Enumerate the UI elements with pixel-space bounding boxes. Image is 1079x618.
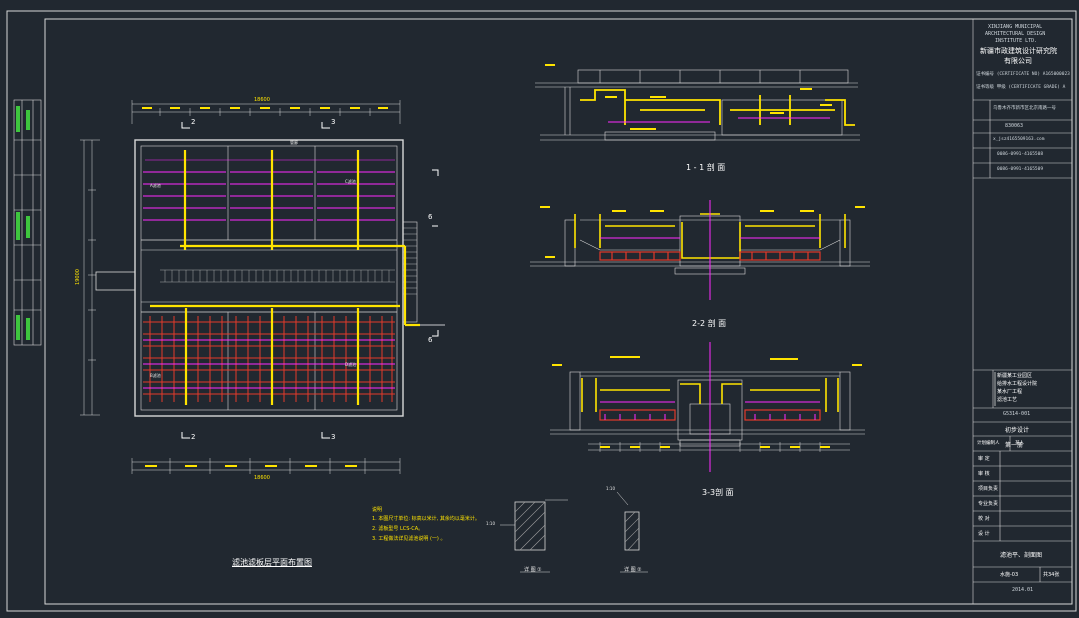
plan-bottom-dimension xyxy=(131,458,401,474)
section-2-laterals xyxy=(600,200,820,300)
plan-left-total: 19000 xyxy=(74,269,81,285)
section-3-labels xyxy=(552,356,862,448)
section-1-pipes xyxy=(580,89,855,126)
plan-view xyxy=(80,100,445,474)
issue-date: 2014.01 xyxy=(1012,587,1034,593)
email: x_jsz4165509163.com xyxy=(993,137,1045,142)
role-discipline-lead: 专业负责 xyxy=(978,501,999,507)
section-1-labels xyxy=(545,64,832,130)
plan-lower-headers xyxy=(150,304,400,405)
binding-strip xyxy=(13,99,42,346)
section-2-underdrain xyxy=(599,251,821,261)
company-en-1: XINJIANG MUNICIPAL xyxy=(988,24,1043,30)
title-block-grid xyxy=(972,18,1073,605)
certificate-grade: 证书等级 甲级 (CERTIFICATE GRADE) A xyxy=(976,85,1066,90)
section-1-1 xyxy=(535,64,860,141)
title-block-project-fill xyxy=(994,372,996,406)
sheet-number: 水施-03 xyxy=(1000,572,1019,578)
section-mark-top-2: 2 xyxy=(191,118,196,126)
section-3-dimension xyxy=(588,442,850,452)
plan-top-dimension xyxy=(131,100,401,124)
plan-walls xyxy=(95,139,418,417)
section-3-pipes xyxy=(581,378,839,412)
section-mark-bottom-3: 3 xyxy=(331,433,336,441)
section-3-3 xyxy=(550,342,865,472)
plan-bottom-total: 18600 xyxy=(254,475,270,481)
section-mark-right-top: 6 xyxy=(428,213,433,221)
sheet-total: 共34张 xyxy=(1043,572,1060,578)
project-row-3: 某水厂工程 xyxy=(997,389,1023,395)
role-check: 校 对 xyxy=(978,516,990,522)
drawing-number: G5314-001 xyxy=(1003,411,1031,417)
note-2: 2. 滤板型号 LCS-CA。 xyxy=(372,526,424,532)
project-row-4: 滤池工艺 xyxy=(997,397,1018,403)
detail-1-label: 1:10 xyxy=(486,521,495,526)
room-label-b: B滤池 xyxy=(150,373,161,378)
plan-left-dimension xyxy=(80,139,100,416)
note-3: 3. 工程做法详见滤池说明 (一) 。 xyxy=(372,536,446,542)
binding-strip-text xyxy=(16,106,30,340)
section-mark-top-3: 3 xyxy=(331,118,336,126)
role-approve: 审 定 xyxy=(978,456,990,462)
room-label-c: C滤池 xyxy=(345,179,356,184)
notes-heading: 说明 xyxy=(372,507,383,513)
company-cn-2: 有限公司 xyxy=(1004,57,1032,65)
company-cn-1: 新疆市政建筑设计研究院 xyxy=(980,47,1057,55)
plan-top-total: 18600 xyxy=(254,97,270,103)
section-3-title: 3-3剖 面 xyxy=(702,488,734,497)
postcode: 830063 xyxy=(1005,123,1024,129)
company-en-3: INSTITUTE LTD. xyxy=(995,38,1038,44)
room-label-gallery: 管廊 xyxy=(290,140,298,145)
section-2-pipes xyxy=(574,213,846,259)
sheet-name: 滤池平、剖面图 xyxy=(1000,552,1043,559)
section-2-2 xyxy=(530,200,870,300)
plan-upper-headers xyxy=(180,150,420,327)
section-2-title: 2-2 剖 面 xyxy=(692,319,727,328)
section-mark-right-bottom: 6 xyxy=(428,336,433,344)
role-project-lead: 项目负责 xyxy=(978,486,999,492)
project-row-2: 给排水工程设计院 xyxy=(997,381,1038,387)
certificate-no: 证书编号 (CERTIFICATE NO) A165000023 xyxy=(976,72,1070,77)
section-1-title: 1 - 1 剖 面 xyxy=(686,163,726,172)
project-row-1: 新疆某工业园区 xyxy=(997,373,1033,379)
plan-section-marks xyxy=(181,122,439,439)
inner-frame xyxy=(44,18,1073,605)
room-label-d: D滤池 xyxy=(345,362,357,367)
role-design: 设 计 xyxy=(978,531,990,537)
detail-2-label: 1:10 xyxy=(606,486,615,491)
room-label-a: A滤池 xyxy=(150,183,161,188)
telephone: 0086-0991-4165508 xyxy=(997,152,1044,157)
section-1-laterals xyxy=(608,117,830,123)
design-stage: 初步设计 xyxy=(1005,427,1030,434)
company-en-2: ARCHITECTURAL DESIGN xyxy=(985,31,1046,37)
plan-gallery-grating xyxy=(160,269,395,283)
detail-2 xyxy=(616,491,648,573)
section-3-laterals xyxy=(600,342,820,472)
fax: 0086-0991-4165509 xyxy=(997,167,1044,172)
designer-label: 计划编制人 xyxy=(977,441,1000,446)
outer-frame xyxy=(6,10,1077,612)
section-mark-bottom-2: 2 xyxy=(191,433,196,441)
volume: 第一册 xyxy=(1005,442,1024,449)
detail-1 xyxy=(500,499,568,573)
note-1: 1. 本图尺寸单位: 标高以米计, 其余均以毫米计。 xyxy=(372,516,480,522)
role-review: 审 核 xyxy=(978,471,990,477)
detail-1-title: 详 图 ① xyxy=(524,567,542,573)
plan-dimension-numbers xyxy=(142,107,388,467)
section-3-underdrain xyxy=(599,409,821,421)
section-2-labels xyxy=(540,206,865,258)
designer-value: 某人 xyxy=(1015,441,1024,446)
detail-2-title: 详 图 ② xyxy=(624,567,642,573)
address: 乌鲁木齐市新市区北京南路一号 xyxy=(993,106,1056,111)
plan-title: 滤池滤板层平面布置图 xyxy=(232,558,312,567)
